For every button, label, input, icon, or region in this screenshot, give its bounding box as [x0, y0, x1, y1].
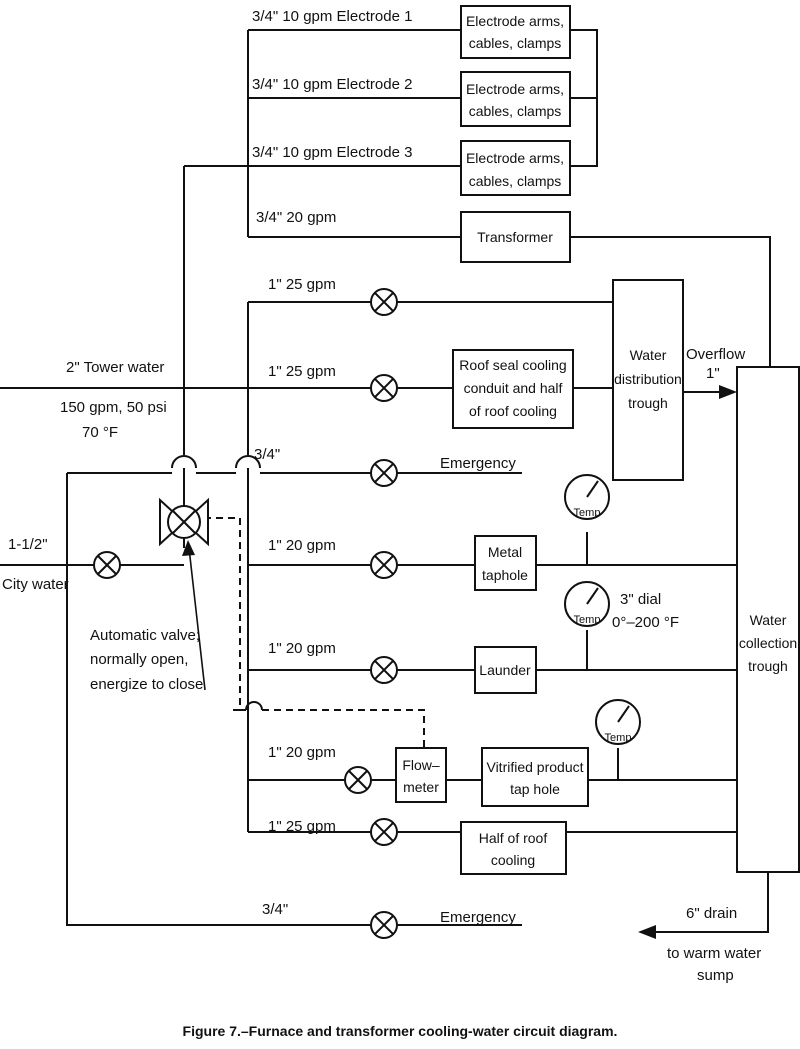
svg-text:Electrode arms,: Electrode arms,	[466, 150, 564, 166]
transformer-line-label: 3/4" 20 gpm	[256, 209, 336, 226]
svg-text:Flow–: Flow–	[402, 757, 440, 773]
svg-text:Temp: Temp	[574, 507, 601, 519]
tower-flow-label: 150 gpm, 50 psi	[60, 399, 167, 416]
transformer-box: Transformer	[460, 211, 571, 263]
overflow-arrow	[719, 385, 737, 399]
svg-text:Metal: Metal	[488, 544, 522, 560]
svg-text:Water: Water	[630, 347, 667, 363]
svg-text:cooling: cooling	[491, 852, 535, 868]
svg-text:collection: collection	[739, 635, 797, 651]
emergency-lower-size-label: 3/4"	[262, 901, 288, 918]
temp-gauge-icon: Temp	[564, 474, 610, 520]
svg-text:of roof cooling: of roof cooling	[469, 403, 557, 419]
water-distribution-trough: Water distribution trough	[612, 279, 684, 481]
line-25gpm-a-label: 1" 25 gpm	[268, 276, 336, 293]
svg-text:cables, clamps: cables, clamps	[469, 103, 562, 119]
emergency-lower-feed	[66, 473, 522, 926]
svg-text:trough: trough	[748, 658, 788, 674]
valve-25gpm-c[interactable]	[370, 818, 398, 846]
valve-20gpm-c[interactable]	[344, 766, 372, 794]
to-sump-label-2: sump	[697, 967, 734, 984]
emergency-upper-size-label: 3/4"	[254, 446, 280, 463]
emergency-lower-label: Emergency	[440, 909, 516, 926]
to-sump-label-1: to warm water	[667, 945, 761, 962]
electrode-1-label: 3/4" 10 gpm Electrode 1	[252, 8, 412, 25]
svg-text:tap hole: tap hole	[510, 781, 560, 797]
svg-text:distribution: distribution	[614, 371, 682, 387]
svg-text:Electrode arms,: Electrode arms,	[466, 13, 564, 29]
auto-valve-leader-arrow	[182, 540, 195, 556]
electrode-return-pipe	[570, 29, 771, 367]
line-20gpm-b-label: 1" 20 gpm	[268, 640, 336, 657]
automatic-valve-icon[interactable]	[159, 497, 209, 547]
tower-temp-label: 70 °F	[82, 424, 118, 441]
temp-gauge-icon: Temp	[595, 699, 641, 745]
city-size-label: 1-1/2"	[8, 536, 48, 553]
hop-1	[171, 455, 197, 469]
line-20gpm-c-label: 1" 20 gpm	[268, 744, 336, 761]
svg-text:cables, clamps: cables, clamps	[469, 35, 562, 51]
dial-label-2: 0°–200 °F	[612, 614, 679, 631]
flowmeter-box: Flow– meter	[395, 747, 447, 803]
auto-valve-label-1: Automatic valve;	[90, 627, 200, 644]
valve-25gpm-a[interactable]	[370, 288, 398, 316]
svg-text:Water: Water	[750, 612, 787, 628]
line-25gpm-c-label: 1" 25 gpm	[268, 818, 336, 835]
svg-text:taphole: taphole	[482, 567, 528, 583]
auto-valve-label-2: normally open,	[90, 651, 188, 668]
svg-text:Temp: Temp	[605, 732, 632, 744]
line-25gpm-b-label: 1" 25 gpm	[268, 363, 336, 380]
figure-caption: Figure 7.–Furnace and transformer coolin…	[183, 1023, 618, 1039]
metal-taphole-box: Metal taphole	[474, 535, 537, 591]
piping	[0, 29, 771, 939]
electrode-box-1: Electrode arms, cables, clamps	[460, 5, 571, 59]
electrode-box-2: Electrode arms, cables, clamps	[460, 71, 571, 127]
line-labels: 3/4" 10 gpm Electrode 1 3/4" 10 gpm Elec…	[2, 8, 761, 984]
vitrified-box: Vitrified product tap hole	[481, 747, 589, 807]
svg-text:trough: trough	[628, 395, 668, 411]
valve-emergency-upper[interactable]	[370, 459, 398, 487]
svg-text:Roof seal cooling: Roof seal cooling	[459, 357, 566, 373]
valve-20gpm-a[interactable]	[370, 551, 398, 579]
auto-valve-leader	[188, 547, 206, 691]
city-water-label: City water	[2, 576, 69, 593]
electrode-box-3: Electrode arms, cables, clamps	[460, 140, 571, 196]
drain-label: 6" drain	[686, 905, 737, 922]
svg-text:conduit and half: conduit and half	[464, 380, 563, 396]
temp-gauge-icon: Temp	[564, 581, 610, 627]
overflow-size-label: 1"	[706, 365, 720, 382]
svg-text:Temp: Temp	[574, 614, 601, 626]
svg-text:Transformer: Transformer	[477, 229, 553, 245]
svg-text:Launder: Launder	[479, 662, 531, 678]
valve-25gpm-b[interactable]	[370, 374, 398, 402]
dial-label-1: 3" dial	[620, 591, 661, 608]
launder-box: Launder	[474, 646, 537, 694]
water-collection-trough: Water collection trough	[736, 366, 800, 873]
svg-text:meter: meter	[403, 779, 439, 795]
roof-seal-box: Roof seal cooling conduit and half of ro…	[452, 349, 574, 429]
hop-3	[245, 701, 263, 711]
tower-water-label: 2" Tower water	[66, 359, 164, 376]
hop-2	[235, 455, 261, 469]
valves	[93, 288, 398, 939]
valve-20gpm-b[interactable]	[370, 656, 398, 684]
emergency-upper-label: Emergency	[440, 455, 516, 472]
svg-text:Vitrified product: Vitrified product	[486, 759, 583, 775]
svg-text:Half of roof: Half of roof	[479, 830, 548, 846]
half-roof-box: Half of roof cooling	[460, 821, 567, 875]
svg-text:cables, clamps: cables, clamps	[469, 173, 562, 189]
drain-pipe	[650, 872, 769, 933]
electrode-3-label: 3/4" 10 gpm Electrode 3	[252, 144, 412, 161]
valve-city-water[interactable]	[93, 551, 121, 579]
svg-text:Electrode arms,: Electrode arms,	[466, 81, 564, 97]
auto-valve-label-3: energize to close	[90, 676, 203, 693]
electrode-2-label: 3/4" 10 gpm Electrode 2	[252, 76, 412, 93]
drain-arrow	[638, 925, 656, 939]
valve-emergency-lower[interactable]	[370, 911, 398, 939]
line-20gpm-a-label: 1" 20 gpm	[268, 537, 336, 554]
overflow-label: Overflow	[686, 346, 745, 363]
